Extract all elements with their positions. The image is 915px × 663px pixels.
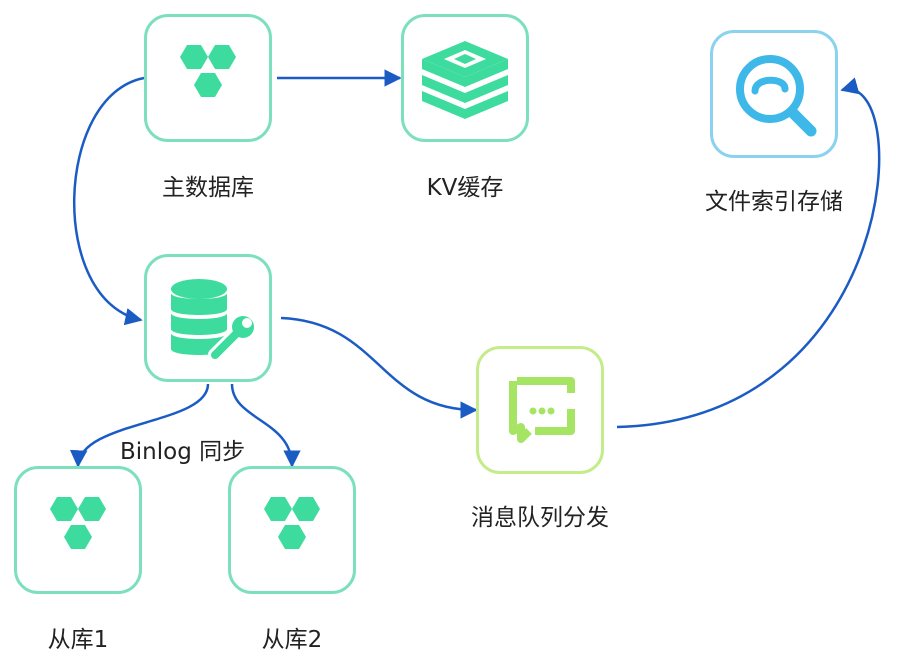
edge-message-queue-to-file-index [616,77,881,429]
stacked-layers-icon [422,41,508,119]
hexagon-cluster-icon [50,497,106,549]
binlog-sync-node[interactable] [144,254,272,382]
edge-binlog-sync-to-replica1 [69,383,210,468]
replica1-label: 从库1 [47,627,109,653]
database-wrench-icon [171,279,254,362]
file-index-node[interactable] [710,30,838,158]
main-db-label: 主数据库 [162,175,254,201]
replica1-node[interactable] [14,466,142,594]
replica2-node[interactable] [228,466,356,594]
kv-cache-label: KV缓存 [426,175,504,201]
hexagon-cluster-icon [180,45,236,97]
kv-cache-node[interactable] [401,14,529,142]
edge-binlog-sync-to-replica2 [230,383,301,468]
message-queue-label: 消息队列分发 [471,505,609,531]
message-queue-node[interactable] [476,346,604,474]
edge-main-db-to-binlog-sync [73,76,145,326]
binlog-edge-label: Binlog 同步 [120,439,246,465]
file-index-label: 文件索引存储 [705,189,843,215]
search-icon [736,55,817,137]
message-bracket-icon [509,377,575,443]
main-db-node[interactable] [144,14,272,142]
replica2-label: 从库2 [261,627,323,653]
hexagon-cluster-icon [264,497,320,549]
edge-binlog-sync-to-message-queue [280,316,478,419]
